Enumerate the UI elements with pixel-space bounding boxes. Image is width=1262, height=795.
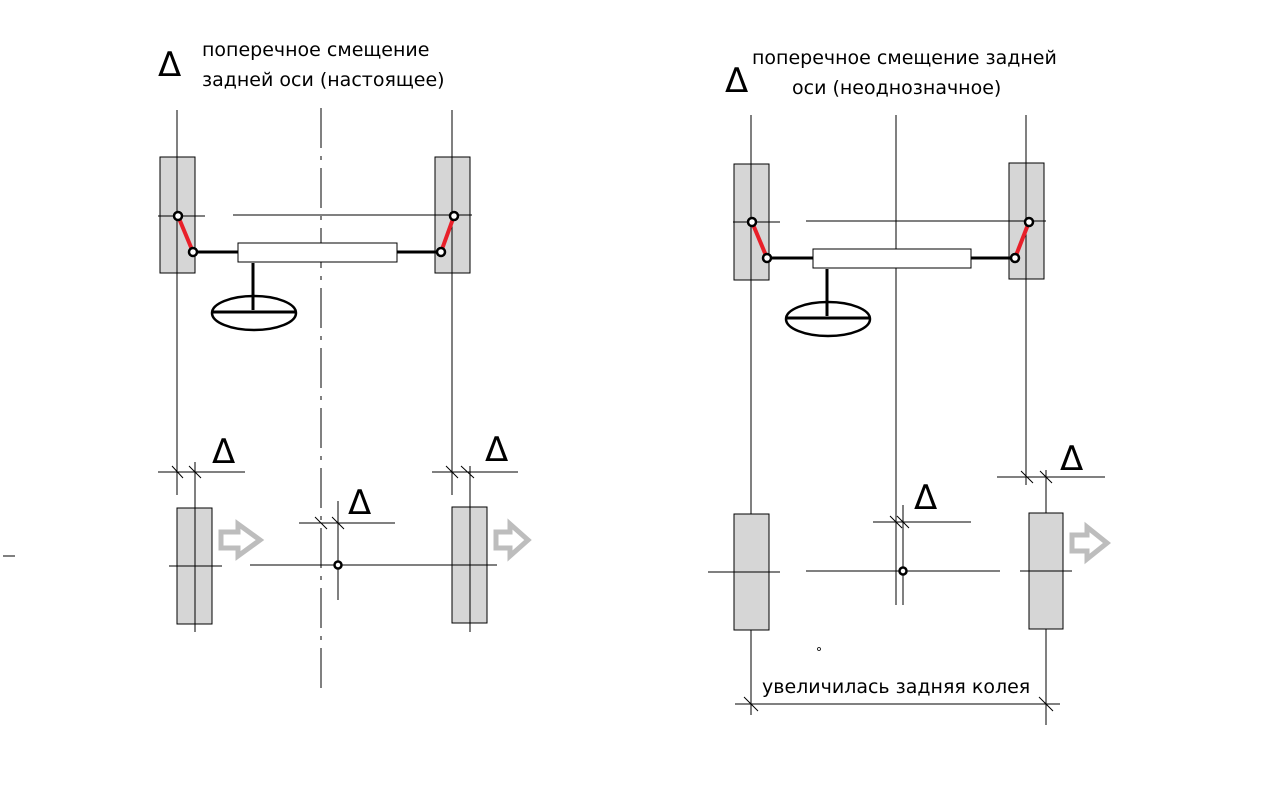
track-label: увеличилась задняя колея — [762, 676, 1030, 698]
steering-arm-left — [750, 221, 769, 259]
left-diagram: Δ поперечное смещение задней оси (настоя… — [3, 39, 532, 690]
shift-arrow-icon — [218, 519, 265, 561]
steering-arm-right — [1013, 221, 1031, 259]
delta-symbol: Δ — [348, 483, 371, 523]
right-title-line1: поперечное смещение задней — [752, 47, 1057, 69]
delta-symbol: Δ — [158, 45, 181, 85]
delta-symbol: Δ — [914, 478, 937, 518]
rear-axle-center — [898, 566, 908, 576]
shift-arrow-icon — [1069, 521, 1112, 565]
left-title-line1: поперечное смещение — [202, 39, 429, 61]
delta-symbol: Δ — [485, 430, 508, 470]
rear-axle-center — [333, 560, 343, 570]
delta-symbol: Δ — [1060, 439, 1083, 479]
steering-rack — [237, 242, 398, 263]
right-title-line2: оси (неоднозначное) — [792, 77, 1001, 99]
delta-symbol: Δ — [212, 432, 235, 472]
steering-arm-right — [439, 215, 456, 253]
steering-arm-left — [176, 215, 195, 253]
right-diagram: Δ поперечное смещение задней оси (неодно… — [708, 47, 1112, 725]
shift-arrow-icon — [493, 518, 532, 562]
delta-symbol: Δ — [725, 61, 748, 101]
left-title-line2: задней оси (настоящее) — [202, 69, 445, 91]
steering-rack — [812, 248, 972, 269]
